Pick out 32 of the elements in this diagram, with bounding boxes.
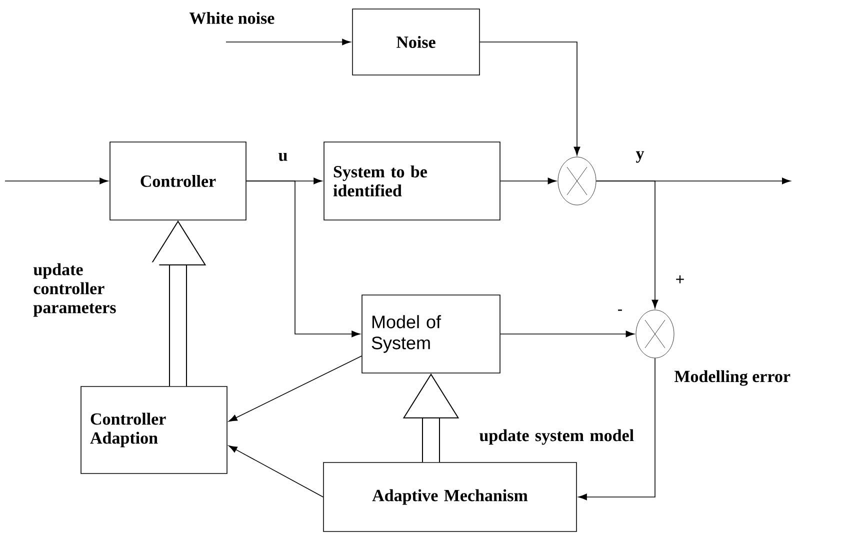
block-text: Model of System [372,315,442,353]
edge-label: y [636,151,644,163]
block-text: Noise [396,36,436,48]
block-box [80,386,228,474]
block-text: System to be identified [333,166,427,196]
node-caption: Modelling error [674,370,790,386]
arrow [500,330,634,338]
block-box [352,8,480,76]
edge-label: White noise [189,12,274,24]
block-box [362,294,500,374]
block-box [110,142,246,220]
arrow [228,445,324,498]
block-text: Adaptive Mechanism [372,489,528,505]
sign-label: + [676,275,684,284]
arrow [228,356,362,422]
block-box [323,462,577,532]
multiplier-circle [636,310,674,358]
arrow [246,180,360,338]
arrow [480,42,580,156]
edge-label: u [278,152,288,161]
block-text: Controller Adaption [90,412,166,448]
arrow [226,38,351,46]
block-box [324,142,500,220]
sign-label: - [618,310,622,311]
arrow [4,178,108,184]
arrow [500,178,556,184]
edge-label: update system model [479,429,634,445]
edge-label: update controller parameters [33,263,116,317]
arrow [596,180,658,308]
block-text: Controller [140,175,216,187]
multiplier-circle [558,156,596,206]
arrow [578,358,656,500]
